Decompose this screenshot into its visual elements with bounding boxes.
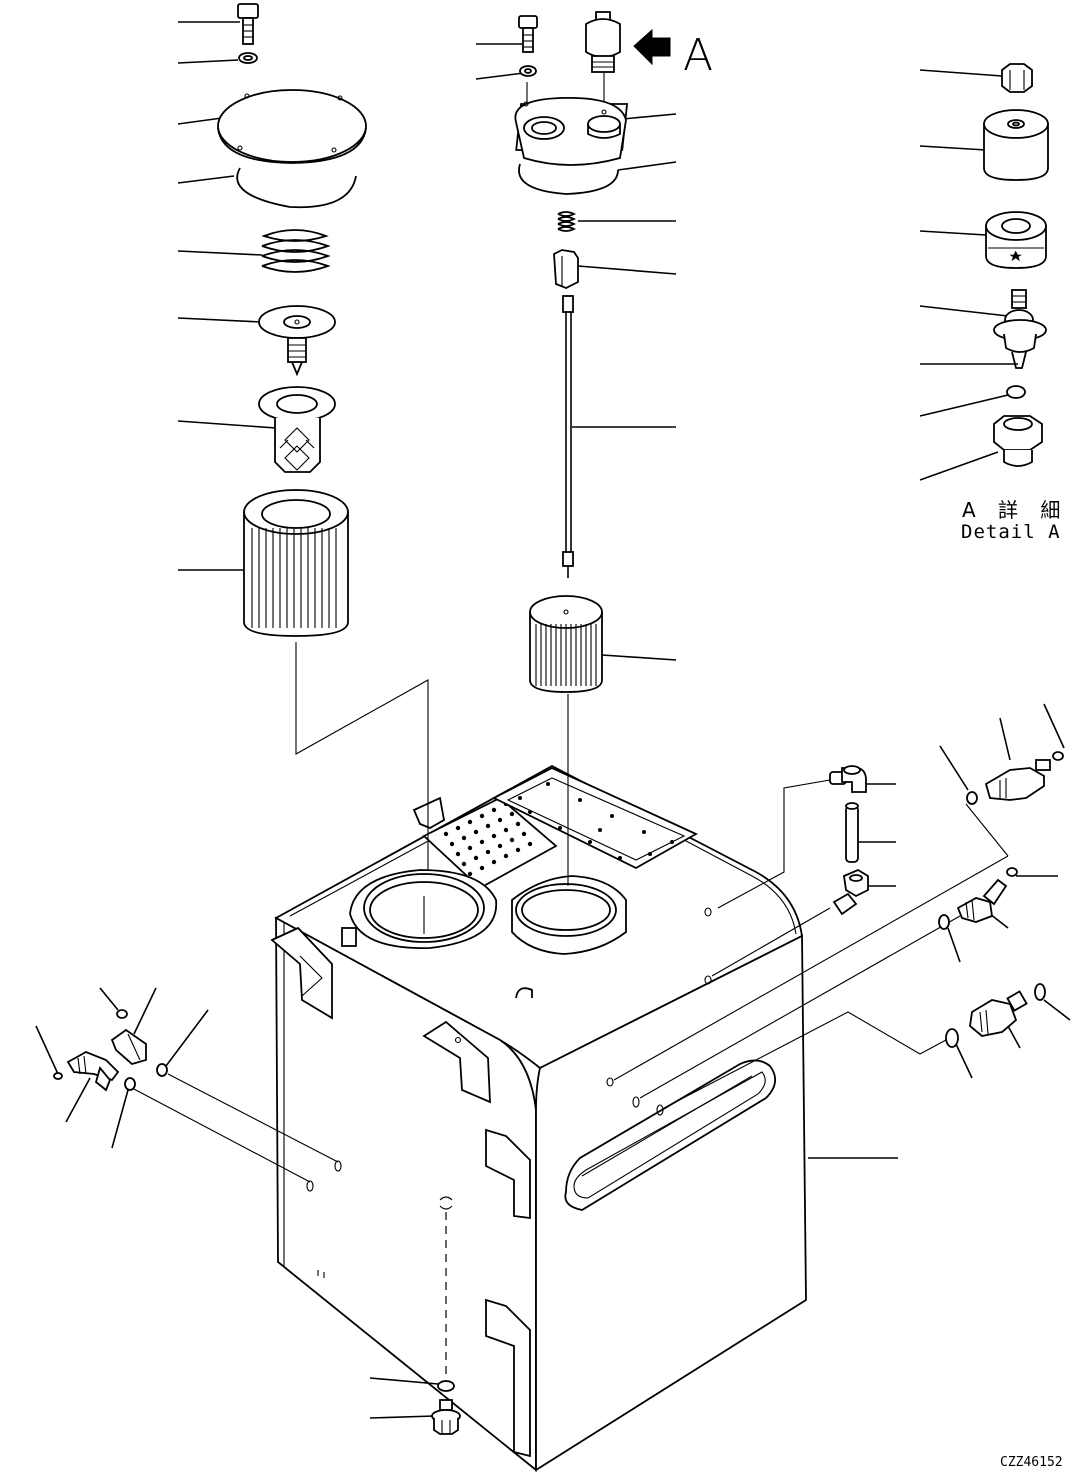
cap-bolt-icon xyxy=(518,15,538,53)
suction-element-pleats xyxy=(535,624,597,686)
elbow-fitting-upper-icon xyxy=(829,765,867,793)
spring-icon xyxy=(261,229,331,273)
left-elbow-upper-icon xyxy=(110,1028,147,1065)
tank-bracket-side-upper xyxy=(422,1020,491,1104)
valve-disc-icon xyxy=(258,305,336,377)
leader-lines-left-column xyxy=(177,21,277,571)
drawing-number: CZZ46152 xyxy=(1000,1455,1063,1470)
o-ring-e-icon xyxy=(945,1028,959,1048)
detail-ring-cap-icon xyxy=(985,211,1047,269)
cover-bolt-icon xyxy=(237,3,259,45)
nut-icon xyxy=(553,249,579,289)
left-o-ring-a-icon xyxy=(116,1009,128,1019)
tank-bracket-top-left xyxy=(412,796,445,829)
pressure-switch-icon xyxy=(984,751,1064,801)
pressure-valve-plug-icon xyxy=(585,11,621,73)
cap-washer-icon xyxy=(519,65,537,77)
detail-adapter-icon xyxy=(993,415,1043,467)
strainer-cap-icon xyxy=(514,96,629,166)
o-ring-b-icon xyxy=(1006,867,1018,877)
view-label-a: A xyxy=(683,30,714,81)
o-ring-a-icon xyxy=(966,791,978,805)
tank-suction-port-flange xyxy=(511,875,627,955)
cover-washer-icon xyxy=(238,52,258,64)
cover-gasket-icon xyxy=(236,167,357,209)
pipe-icon xyxy=(845,802,859,863)
leader-lines-detail-a xyxy=(919,69,1018,481)
view-arrow-icon xyxy=(633,28,671,66)
tank-inspection-plate-bolted xyxy=(492,766,698,870)
leader-lines-right-fittings xyxy=(858,703,1071,1079)
filter-element-pleats xyxy=(251,528,337,628)
tank-return-port-flange xyxy=(341,869,498,949)
left-o-ring-b-icon xyxy=(156,1063,168,1077)
left-elbow-lower-icon xyxy=(66,1051,120,1092)
cap-gasket-icon xyxy=(518,163,619,195)
drain-plug-icon xyxy=(431,1399,461,1435)
assembly-guide-lines xyxy=(131,642,1009,1380)
tank-bracket-left-top xyxy=(270,926,333,1020)
angled-fitting-icon xyxy=(956,878,1008,923)
detail-cylinder-cap-icon xyxy=(983,109,1049,181)
tank-lifting-clip xyxy=(515,987,533,999)
filter-cover-plate-icon xyxy=(217,89,367,164)
detail-title-english: Detail A xyxy=(961,521,1061,543)
tank-inspection-plate-perforated xyxy=(422,796,558,890)
tank-sight-window xyxy=(564,1059,776,1211)
return-filter-element-icon xyxy=(243,489,349,637)
left-o-ring-c-icon xyxy=(53,1072,63,1080)
detail-valve-body-icon xyxy=(993,289,1047,369)
tank-bracket-side-lower xyxy=(485,1298,531,1458)
drain-o-ring-icon xyxy=(437,1380,455,1392)
o-ring-d-icon xyxy=(1034,983,1046,1001)
straight-fitting-icon xyxy=(969,990,1028,1037)
detail-title-japanese: A 詳 細 xyxy=(962,498,1069,522)
leader-lines-left-fittings xyxy=(35,987,209,1149)
detail-o-ring-icon xyxy=(1006,385,1026,399)
tank-port-holes xyxy=(306,907,712,1210)
small-spring-icon xyxy=(557,211,577,232)
tank-bracket-side-middle xyxy=(485,1128,531,1220)
strainer-icon xyxy=(258,386,336,473)
left-o-ring-d-icon xyxy=(124,1077,136,1091)
o-ring-c-icon xyxy=(938,914,950,930)
detail-cap-icon xyxy=(1001,63,1033,93)
level-gauge-rod-icon xyxy=(562,295,574,578)
elbow-fitting-lower-icon xyxy=(832,868,869,916)
leader-lines-drain xyxy=(369,1377,439,1419)
